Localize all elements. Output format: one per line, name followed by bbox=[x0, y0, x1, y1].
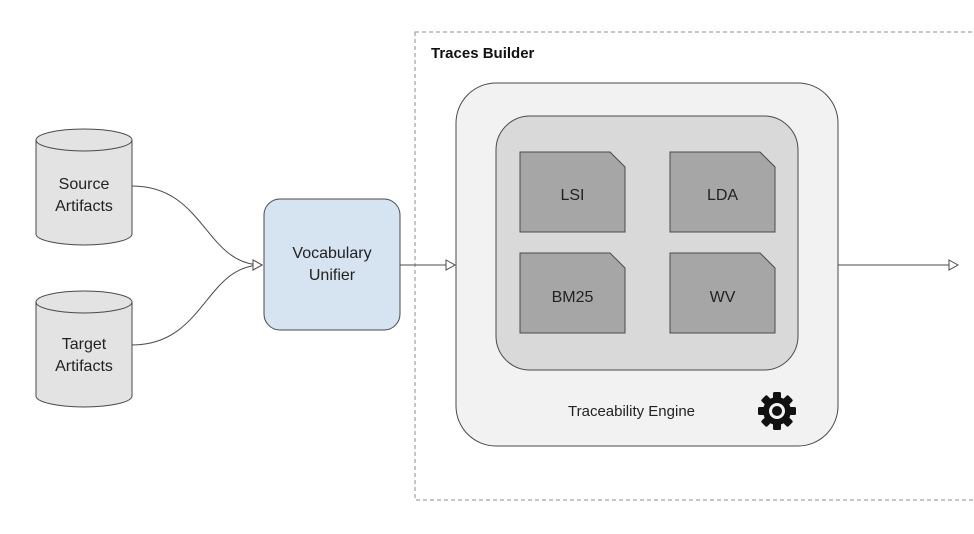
target-to-unifier-connector bbox=[131, 259, 264, 346]
model-label-wv: WV bbox=[709, 289, 736, 306]
target-artifacts-label-line2: Artifacts bbox=[55, 358, 113, 375]
model-card-lda bbox=[669, 151, 776, 233]
model-card-wv bbox=[669, 252, 776, 334]
source-artifacts-label: Source Artifacts bbox=[34, 174, 134, 218]
model-card-bm25 bbox=[519, 252, 626, 334]
target-artifacts-cylinder bbox=[35, 290, 133, 408]
traces-builder-title: Traces Builder bbox=[431, 45, 535, 62]
source-artifacts-label-line2: Artifacts bbox=[55, 198, 113, 215]
source-artifacts-label-line1: Source bbox=[58, 176, 110, 193]
model-label-bm25: BM25 bbox=[551, 289, 594, 306]
source-artifacts-cylinder bbox=[35, 128, 133, 246]
target-artifacts-label: Target Artifacts bbox=[34, 334, 134, 378]
model-label-lda: LDA bbox=[706, 187, 739, 204]
source-to-unifier-connector bbox=[131, 185, 264, 271]
model-label-lsi: LSI bbox=[560, 187, 585, 204]
target-artifacts-label-line1: Target bbox=[61, 336, 107, 353]
traceability-engine-caption: Traceability Engine bbox=[568, 403, 696, 420]
vocabulary-unifier-label: Vocabulary Unifier bbox=[264, 243, 400, 287]
model-card-lsi bbox=[519, 151, 626, 233]
vocabulary-unifier-label-line2: Unifier bbox=[308, 267, 356, 284]
traces-builder-region bbox=[414, 31, 974, 501]
gear-icon bbox=[758, 392, 796, 430]
vocabulary-unifier-label-line1: Vocabulary bbox=[292, 245, 372, 262]
